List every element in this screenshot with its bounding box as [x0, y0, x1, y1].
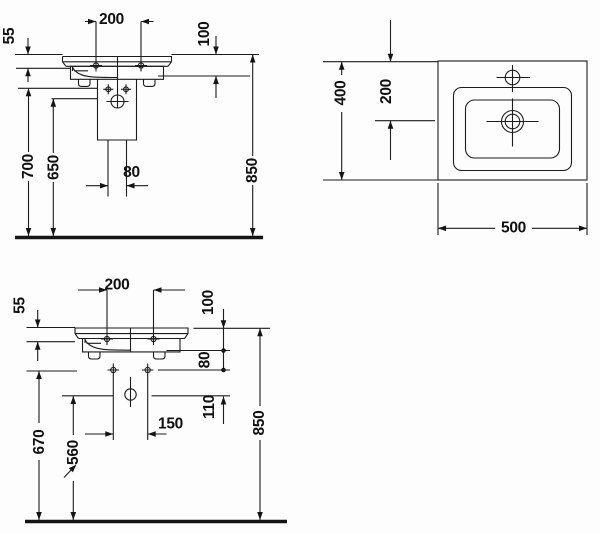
- extension-lines-right: [158, 53, 259, 77]
- foot-right-wall: [152, 351, 166, 360]
- basin-outline-plan: [437, 60, 588, 181]
- dim-label-plan-width: 500: [501, 219, 526, 236]
- wall-fixing-crosshairs: [107, 363, 154, 440]
- dim-200-wall-lines: [78, 289, 185, 345]
- basin-body: [69, 65, 165, 80]
- basin-overflow-profile: [71, 66, 118, 79]
- foot-right: [142, 79, 156, 87]
- extension-lines-left: [15, 53, 97, 100]
- plan-extension-lines: [323, 61, 588, 235]
- waste-pipes: [107, 140, 128, 197]
- basin-body-wall: [81, 337, 181, 353]
- dim-label-wall-hole-pair-gap: 80: [196, 352, 213, 369]
- dim-dot-bottom: [221, 367, 226, 373]
- basin-overflow-profile-wall: [84, 338, 131, 351]
- dim-label-front-waste-gap: 80: [123, 164, 140, 181]
- dim-label-wall-outlet-height: 560: [65, 440, 82, 465]
- dim-label-wall-fixing-distance: 150: [158, 415, 183, 432]
- front-elevation-view: 200 55 100 700 650 850 80: [1, 11, 263, 240]
- dim-label-wall-rim-underside: 100: [200, 290, 217, 315]
- dim-label-wall-tap-distance: 200: [105, 276, 130, 293]
- dim-label-front-tap-distance: 200: [99, 11, 124, 28]
- dim-label-wall-rim-edge: 55: [11, 297, 28, 314]
- fixing-hole-crosshairs: [103, 84, 131, 95]
- dim-label-front-fixing-height: 700: [20, 154, 37, 179]
- dim-label-front-overall-height: 850: [244, 158, 261, 183]
- plan-view: 400 200 500: [323, 20, 588, 236]
- dim-label-front-rim-edge: 55: [1, 27, 18, 44]
- dim-label-plan-drain-offset: 200: [378, 79, 395, 104]
- dim-label-wall-fixing-height: 670: [31, 430, 48, 455]
- wall-mounted-elevation-view: 200 55 100 80 110 150 670 560 850: [11, 276, 287, 524]
- extension-lines-left-wall: [26, 326, 77, 372]
- tap-hole-crosshair-plan: [496, 65, 530, 92]
- drain-crosshair-plan: [486, 98, 539, 147]
- dim-label-front-rim-underside: 100: [196, 22, 213, 47]
- dim-label-wall-overall-height: 850: [251, 411, 268, 436]
- dim-label-front-outlet-height: 650: [45, 155, 62, 180]
- basin-rim-wall: [74, 327, 189, 340]
- foot-left: [77, 79, 91, 87]
- foot-left-wall: [87, 351, 101, 360]
- extension-lines-right-wall: [62, 327, 270, 397]
- siphon-cover: [96, 79, 138, 141]
- adjustable-arrow-icon: [68, 464, 77, 473]
- dim-label-plan-depth: 400: [332, 81, 349, 106]
- dim-label-wall-fixing-to-outlet: 110: [201, 395, 218, 419]
- dim-dot-top: [221, 348, 226, 353]
